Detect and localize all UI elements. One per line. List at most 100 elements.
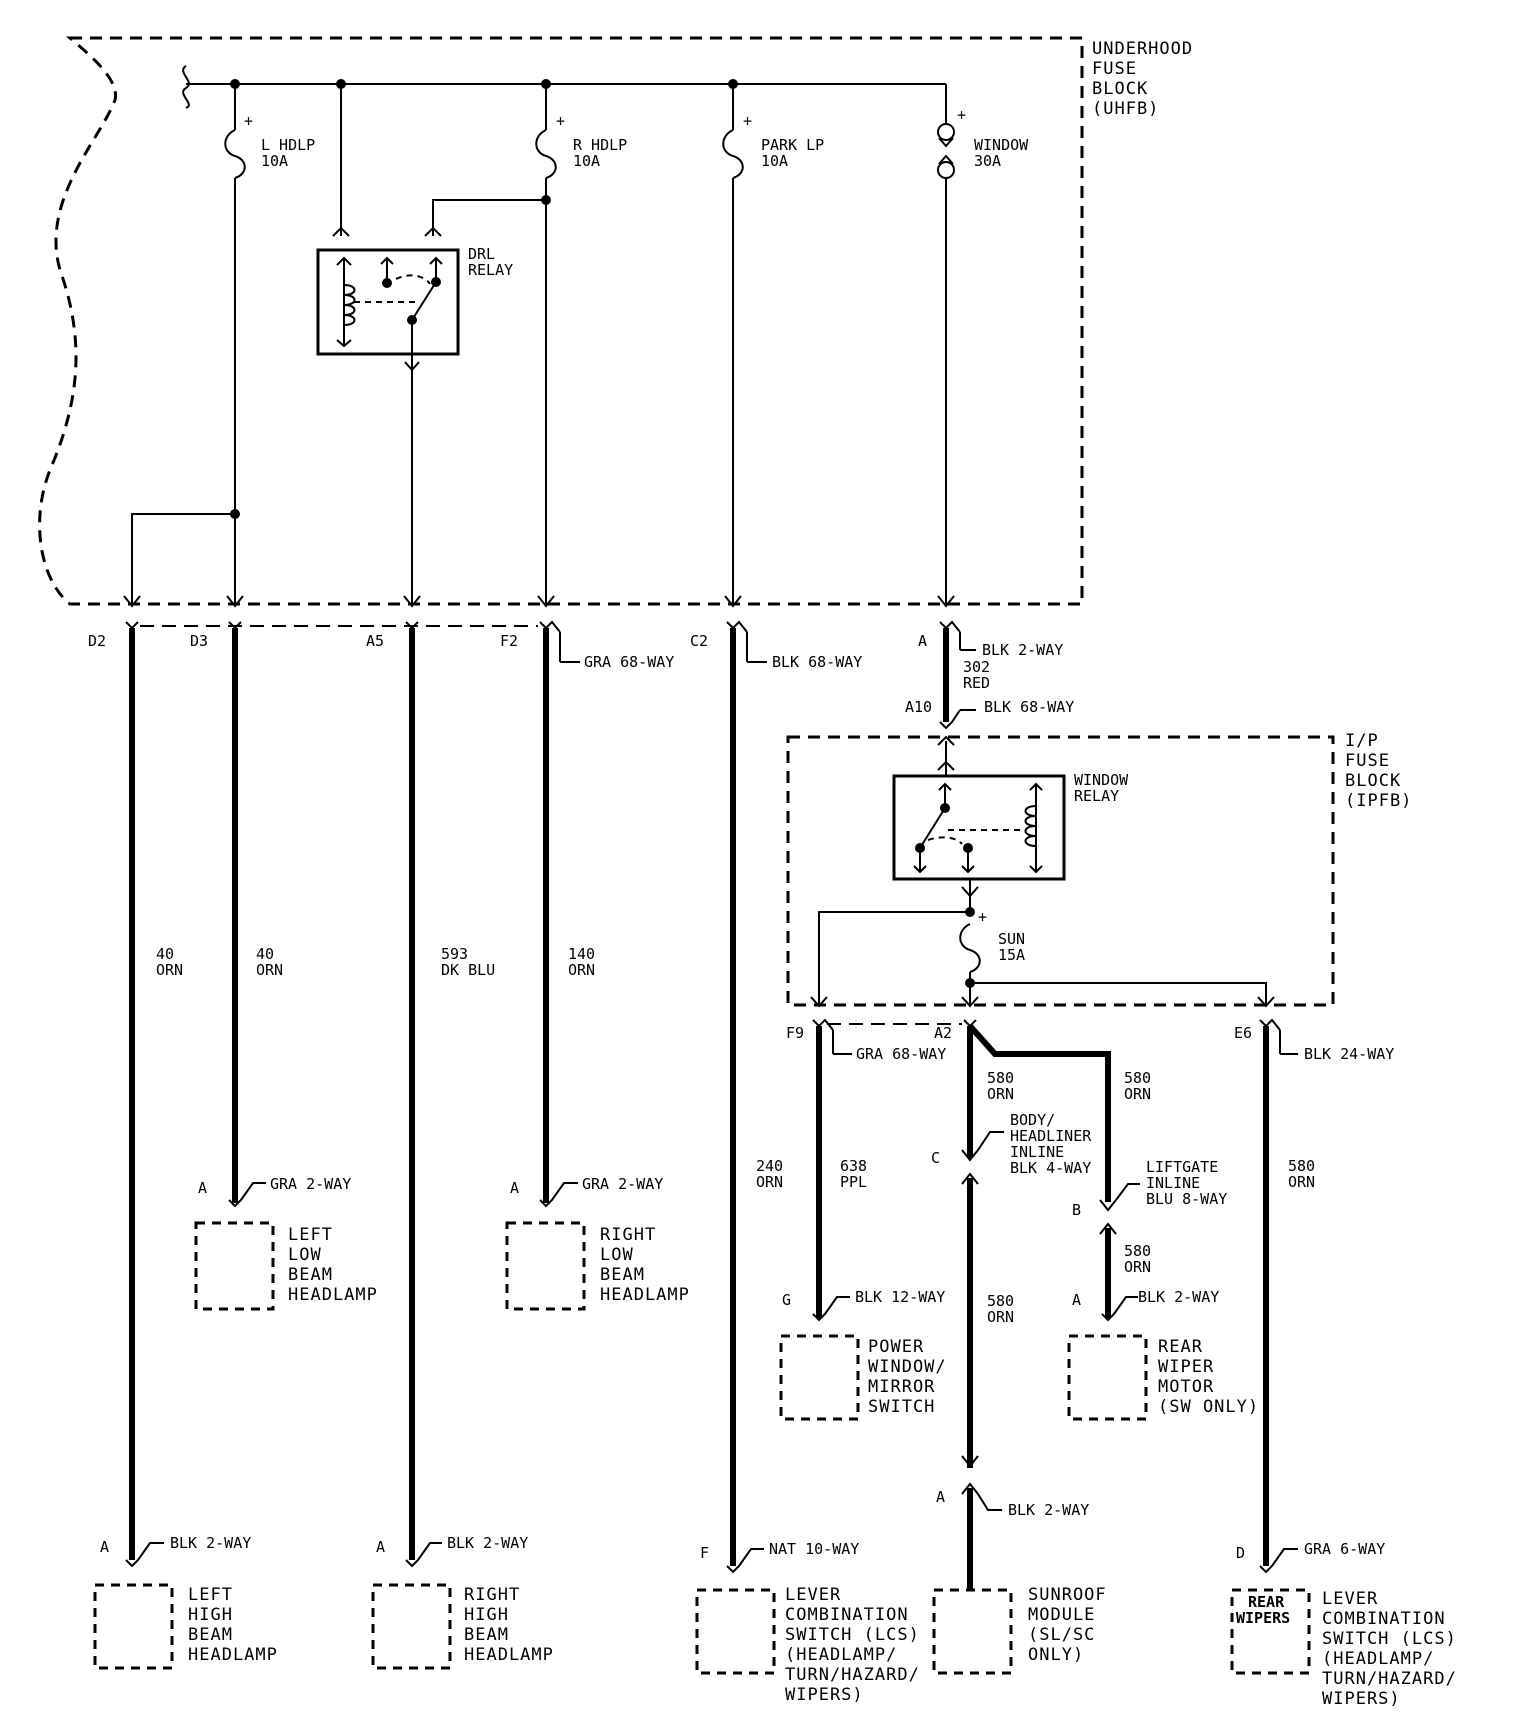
wire-593-dk-blu: 593 DK BLU xyxy=(409,628,495,1560)
svg-text:BLK 2-WAY: BLK 2-WAY xyxy=(170,1534,251,1552)
svg-text:+: + xyxy=(978,908,987,926)
svg-text:15A: 15A xyxy=(998,946,1025,964)
svg-text:RELAY: RELAY xyxy=(1074,787,1119,805)
connector-sunroof-a: A BLK 2-WAY xyxy=(936,1455,1089,1590)
svg-text:638: 638 xyxy=(840,1157,867,1175)
svg-text:HEADLINER: HEADLINER xyxy=(1010,1127,1092,1145)
svg-text:10A: 10A xyxy=(761,152,788,170)
svg-text:RED: RED xyxy=(963,674,990,692)
svg-text:580: 580 xyxy=(1124,1242,1151,1260)
wire-40-orn-left-low: 40 ORN xyxy=(232,628,283,1203)
connector-blk24-e6: BLK 24-WAY xyxy=(1304,1045,1394,1063)
svg-text:SWITCH (LCS): SWITCH (LCS) xyxy=(785,1625,920,1645)
svg-text:NAT 10-WAY: NAT 10-WAY xyxy=(769,1540,859,1558)
svg-text:BEAM: BEAM xyxy=(600,1265,645,1285)
svg-text:F2: F2 xyxy=(500,632,518,650)
svg-text:ORN: ORN xyxy=(568,961,595,979)
svg-text:240: 240 xyxy=(756,1157,783,1175)
svg-text:ORN: ORN xyxy=(1124,1258,1151,1276)
svg-text:BLK 12-WAY: BLK 12-WAY xyxy=(855,1288,945,1306)
svg-text:+: + xyxy=(957,106,966,124)
svg-text:WIPERS): WIPERS) xyxy=(1322,1689,1401,1709)
fuse-park-lp: + PARK LP 10A xyxy=(722,84,824,604)
svg-text:GRA 2-WAY: GRA 2-WAY xyxy=(270,1175,351,1193)
svg-text:LEFT: LEFT xyxy=(288,1225,333,1245)
svg-text:(SW ONLY): (SW ONLY) xyxy=(1158,1397,1259,1417)
svg-text:HEADLAMP: HEADLAMP xyxy=(188,1645,278,1665)
svg-text:TURN/HAZARD/: TURN/HAZARD/ xyxy=(1322,1669,1457,1689)
svg-text:A5: A5 xyxy=(366,632,384,650)
sunroof-module: SUNROOF MODULE (SL/SC ONLY) xyxy=(932,1585,1107,1675)
svg-text:580: 580 xyxy=(1124,1069,1151,1087)
wire-580-orn-rear-wiper: 580 ORN xyxy=(1105,1228,1151,1318)
wire-302-red: 302 RED xyxy=(943,628,990,722)
svg-text:F9: F9 xyxy=(786,1024,804,1042)
svg-text:D3: D3 xyxy=(190,632,208,650)
svg-text:DK BLU: DK BLU xyxy=(441,961,495,979)
svg-text:LEFT: LEFT xyxy=(188,1585,233,1605)
svg-text:GRA 2-WAY: GRA 2-WAY xyxy=(582,1175,663,1193)
power-window-mirror-switch: G BLK 12-WAY POWER WINDOW/ MIRROR SWITCH xyxy=(779,1288,946,1421)
svg-text:E6: E6 xyxy=(1234,1024,1252,1042)
svg-text:SUN: SUN xyxy=(998,930,1025,948)
connector-blk68-c2: BLK 68-WAY xyxy=(772,653,862,671)
svg-text:(UHFB): (UHFB) xyxy=(1092,99,1159,119)
lever-combination-switch-1: F NAT 10-WAY LEVER COMBINATION SWITCH (L… xyxy=(695,1540,920,1705)
svg-text:ONLY): ONLY) xyxy=(1028,1645,1084,1665)
svg-text:MIRROR: MIRROR xyxy=(868,1377,935,1397)
svg-text:GRA 6-WAY: GRA 6-WAY xyxy=(1304,1540,1385,1558)
svg-text:40: 40 xyxy=(256,945,274,963)
connector-gra68-f9: GRA 68-WAY xyxy=(856,1045,946,1063)
svg-text:G: G xyxy=(782,1291,791,1309)
connector-liftgate-inline: B LIFTGATE INLINE BLU 8-WAY xyxy=(1072,1158,1227,1235)
svg-text:LOW: LOW xyxy=(600,1245,634,1265)
svg-text:POWER: POWER xyxy=(868,1337,924,1357)
ipfb-pin-labels: F9 A2 E6 xyxy=(786,1024,1252,1042)
svg-text:10A: 10A xyxy=(573,152,600,170)
right-high-beam-headlamp: A BLK 2-WAY RIGHT HIGH BEAM HEADLAMP xyxy=(371,1534,553,1670)
svg-text:HEADLAMP: HEADLAMP xyxy=(600,1285,690,1305)
svg-text:R HDLP: R HDLP xyxy=(573,136,627,154)
wire-580-orn-sunroof-lower: 580 ORN xyxy=(967,1178,1014,1468)
svg-text:LOW: LOW xyxy=(288,1245,322,1265)
svg-text:ORN: ORN xyxy=(756,1173,783,1191)
svg-text:WINDOW: WINDOW xyxy=(974,136,1029,154)
svg-text:F: F xyxy=(700,1544,709,1562)
wire-240-orn: 240 ORN xyxy=(730,628,783,1566)
svg-text:B: B xyxy=(1072,1201,1081,1219)
svg-text:A: A xyxy=(510,1179,519,1197)
svg-text:LEVER: LEVER xyxy=(785,1585,841,1605)
svg-text:SUNROOF: SUNROOF xyxy=(1028,1585,1107,1605)
lever-combination-switch-2: D GRA 6-WAY REAR WIPERS LEVER COMBINATIO… xyxy=(1230,1540,1457,1709)
svg-text:(HEADLAMP/: (HEADLAMP/ xyxy=(785,1645,897,1665)
svg-text:RIGHT: RIGHT xyxy=(600,1225,656,1245)
svg-text:C2: C2 xyxy=(690,632,708,650)
connector-gra68-f2: GRA 68-WAY xyxy=(584,653,674,671)
svg-text:BEAM: BEAM xyxy=(464,1625,509,1645)
drl-relay: DRL RELAY xyxy=(316,84,551,604)
left-low-beam-headlamp: A GRA 2-WAY LEFT LOW BEAM HEADLAMP xyxy=(194,1175,377,1311)
wire-580-orn-liftgate: 580 ORN xyxy=(967,1024,1151,1202)
svg-text:BEAM: BEAM xyxy=(288,1265,333,1285)
svg-text:LIFTGATE: LIFTGATE xyxy=(1146,1158,1218,1176)
svg-text:L HDLP: L HDLP xyxy=(261,136,315,154)
svg-text:A: A xyxy=(376,1538,385,1556)
svg-text:10A: 10A xyxy=(261,152,288,170)
svg-text:140: 140 xyxy=(568,945,595,963)
svg-text:593: 593 xyxy=(441,945,468,963)
svg-text:A2: A2 xyxy=(934,1024,952,1042)
svg-text:A: A xyxy=(918,632,927,650)
svg-text:INLINE: INLINE xyxy=(1010,1143,1064,1161)
svg-text:D: D xyxy=(1236,1544,1245,1562)
svg-text:WINDOW: WINDOW xyxy=(1074,771,1129,789)
fuse-window: + WINDOW 30A xyxy=(937,84,1029,604)
svg-text:COMBINATION: COMBINATION xyxy=(1322,1609,1446,1629)
svg-text:30A: 30A xyxy=(974,152,1001,170)
svg-text:A10: A10 xyxy=(905,698,932,716)
svg-text:SWITCH: SWITCH xyxy=(868,1397,935,1417)
svg-text:ORN: ORN xyxy=(1288,1173,1315,1191)
svg-text:BLK 2-WAY: BLK 2-WAY xyxy=(1008,1501,1089,1519)
svg-text:A: A xyxy=(100,1538,109,1556)
uhfb-boundary xyxy=(38,36,1084,606)
